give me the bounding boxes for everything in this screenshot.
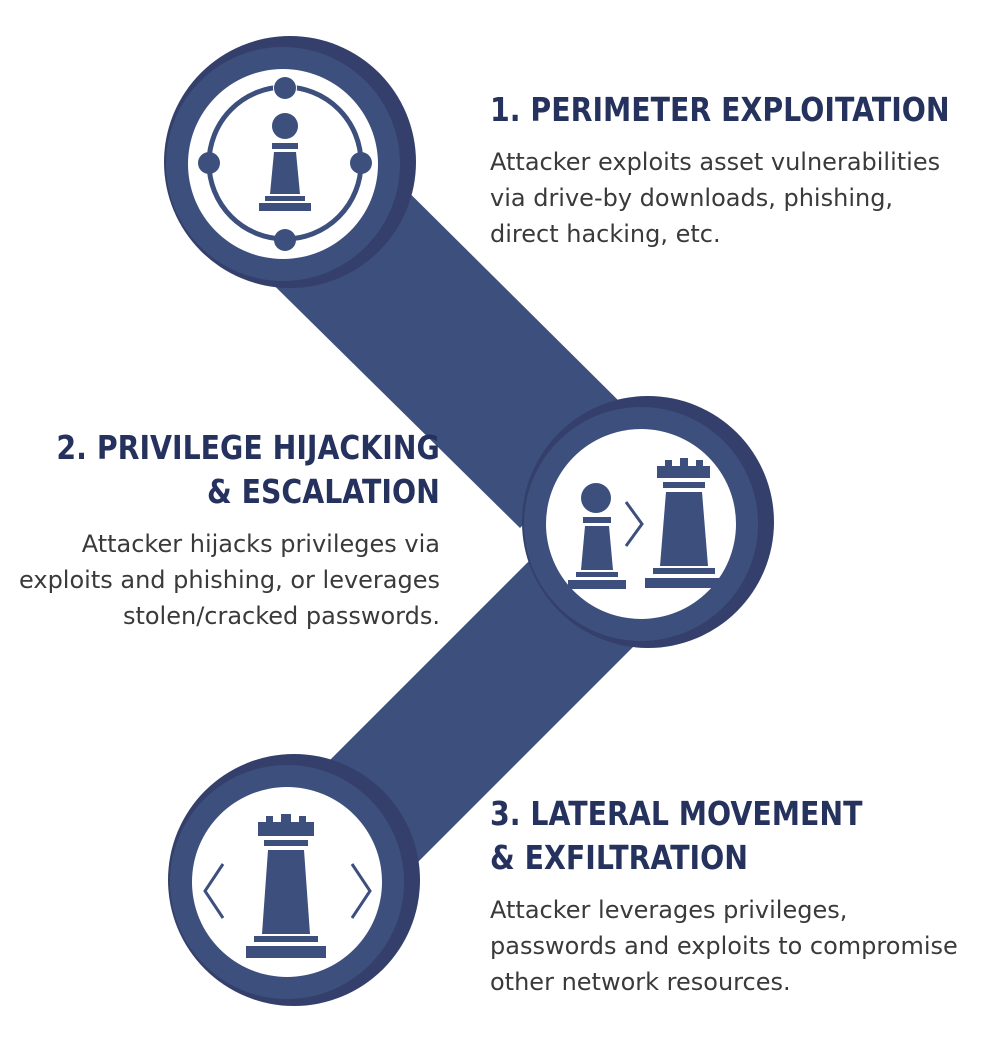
step-3-title-line: 3. LATERAL MOVEMENT bbox=[490, 794, 863, 833]
step-3-desc-line: other network resources. bbox=[490, 968, 791, 996]
queen-lateral-arrows-icon bbox=[203, 814, 372, 958]
step-1-title: 1. PERIMETER EXPLOITATION bbox=[490, 88, 950, 132]
step-2-title-line: 2. PRIVILEGE HIJACKING bbox=[56, 428, 440, 467]
step-3-title-line: & EXFILTRATION bbox=[490, 838, 748, 877]
step-2-badge bbox=[522, 396, 774, 648]
step-1-title-line: 1. PERIMETER EXPLOITATION bbox=[490, 90, 950, 129]
step-3-desc-line: passwords and exploits to compromise bbox=[490, 932, 958, 960]
pawn-to-queen-icon bbox=[568, 458, 723, 589]
step-2-description: Attacker hijacks privileges via exploits… bbox=[19, 526, 440, 634]
step-1-description: Attacker exploits asset vulnerabilities … bbox=[490, 144, 940, 252]
step-2-title-line: & ESCALATION bbox=[207, 472, 440, 511]
step-2-title: 2. PRIVILEGE HIJACKING & ESCALATION bbox=[57, 426, 440, 514]
step-1-desc-line: Attacker exploits asset vulnerabilities bbox=[490, 148, 941, 176]
step-2-desc-line: exploits and phishing, or leverages bbox=[19, 566, 440, 594]
pawn-with-orbit-dots-icon bbox=[198, 76, 372, 251]
step-2-desc-line: stolen/cracked passwords. bbox=[122, 602, 440, 630]
step-3-title: 3. LATERAL MOVEMENT & EXFILTRATION bbox=[490, 792, 862, 880]
step-1-desc-line: via drive-by downloads, phishing, bbox=[490, 184, 894, 212]
connector-band-2-to-3 bbox=[305, 555, 640, 870]
step-3-badge bbox=[168, 754, 420, 1006]
step-3-desc-line: Attacker leverages privileges, bbox=[490, 896, 848, 924]
step-1-desc-line: direct hacking, etc. bbox=[490, 220, 721, 248]
step-3-description: Attacker leverages privileges, passwords… bbox=[490, 892, 958, 1000]
step-2-desc-line: Attacker hijacks privileges via bbox=[81, 530, 440, 558]
step-1-badge bbox=[164, 36, 416, 288]
